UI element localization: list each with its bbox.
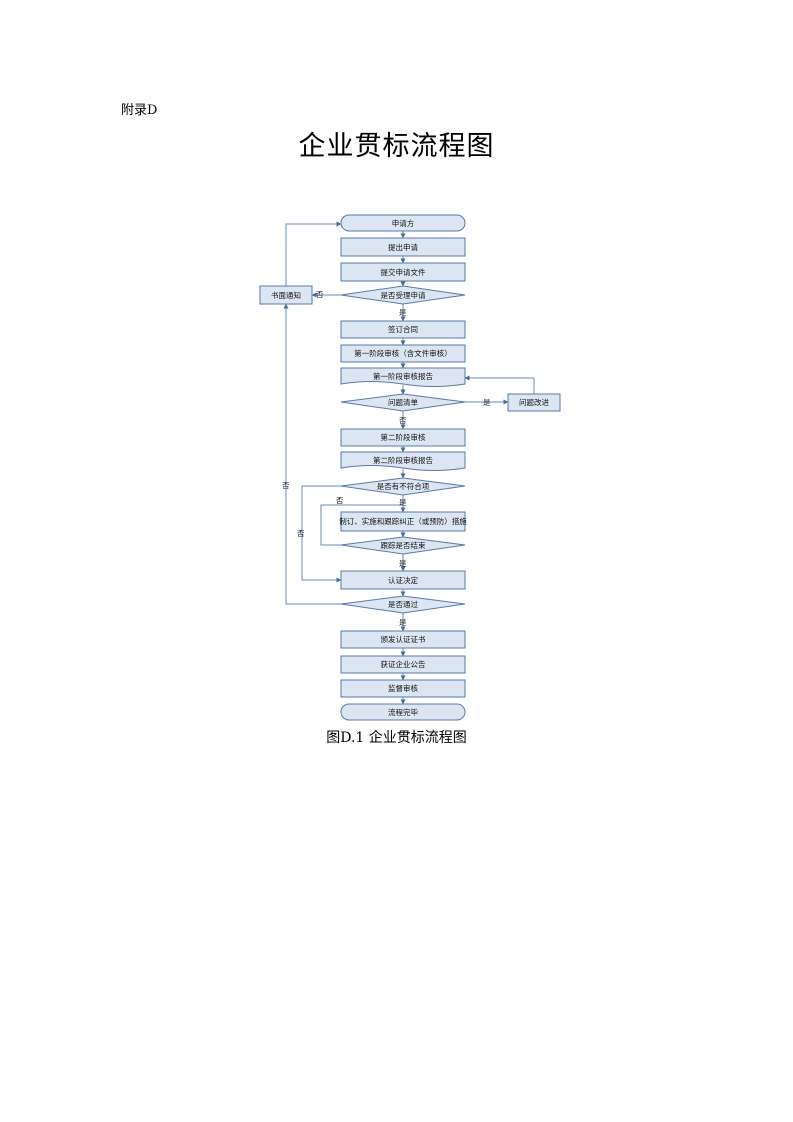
node-announce: [340, 655, 466, 674]
label-nonconform-yes: 是: [399, 498, 407, 507]
node-track-decision: [340, 536, 466, 555]
text-nonconform-decision: 是否有不符合项: [377, 481, 430, 491]
edge-pass-no: [283, 303, 341, 605]
label-pass-yes: 是: [399, 618, 407, 627]
node-applicant: [340, 214, 466, 232]
edge-fix-report: [464, 375, 535, 394]
text-announce: 获证企业公告: [381, 659, 426, 669]
text-stage1-report: 第一阶段审核报告: [373, 371, 433, 381]
node-apply: [340, 237, 466, 257]
text-submit-docs: 提交申请文件: [381, 267, 426, 277]
text-issue-cert: 颁发认证证书: [381, 634, 426, 644]
label-accept-no: 否: [316, 290, 324, 299]
label-pass-no: 否: [297, 529, 305, 538]
label-issue-no: 否: [399, 416, 407, 425]
appendix-label: 附录D: [121, 103, 158, 118]
node-stage1-audit: [340, 344, 466, 363]
text-pass-decision: 是否通过: [388, 599, 418, 609]
label-accept-yes: 是: [399, 308, 407, 317]
edge-notice-applicant: [285, 221, 342, 286]
node-issue-cert: [340, 630, 466, 649]
text-corrective-action: 制订、实施和跟踪纠正（或预防）措施: [339, 516, 467, 526]
text-track-decision: 跟踪是否结束: [381, 540, 426, 550]
text-stage1-audit: 第一阶段审核（含文件审核）: [354, 348, 452, 358]
text-end: 流程完毕: [388, 707, 418, 717]
node-issue-list: [340, 393, 466, 412]
text-written-notice: 书面通知: [271, 290, 301, 300]
node-nonconform-decision: [340, 477, 466, 496]
text-sign-contract: 签订合同: [388, 324, 418, 334]
node-pass-decision: [340, 595, 466, 614]
label-issue-yes: 是: [483, 398, 491, 407]
node-accept-decision: [340, 285, 466, 305]
label-track-yes: 是: [399, 559, 407, 568]
text-cert-decision: 认证决定: [388, 575, 418, 585]
node-stage2-audit: [340, 428, 466, 447]
node-submit-docs: [340, 262, 466, 282]
node-issue-fix: [507, 393, 561, 412]
text-apply: 提出申请: [388, 242, 418, 252]
text-issue-list: 问题清单: [388, 397, 418, 407]
label-track-no: 否: [336, 496, 344, 505]
node-written-notice: [259, 285, 313, 305]
node-surveillance: [340, 679, 466, 698]
text-stage2-audit: 第二阶段审核: [381, 432, 426, 442]
label-nonconform-no: 否: [282, 481, 290, 490]
text-surveillance: 监督审核: [388, 683, 418, 693]
figure-caption: 图D.1 企业贯标流程图: [326, 730, 467, 746]
edge-track-no: [320, 504, 403, 546]
text-issue-fix: 问题改进: [519, 397, 549, 407]
node-stage2-report: [340, 451, 466, 471]
node-stage1-report: [340, 367, 466, 387]
node-sign-contract: [340, 320, 466, 339]
page-title: 企业贯标流程图: [298, 131, 495, 162]
edge-nonconform-no: [301, 485, 342, 583]
text-accept-decision: 是否受理申请: [381, 290, 426, 300]
node-end: [340, 703, 466, 721]
text-applicant: 申请方: [392, 218, 415, 228]
text-stage2-report: 第二阶段审核报告: [373, 455, 433, 465]
node-cert-decision: [340, 570, 466, 590]
node-corrective-action: [340, 511, 466, 532]
